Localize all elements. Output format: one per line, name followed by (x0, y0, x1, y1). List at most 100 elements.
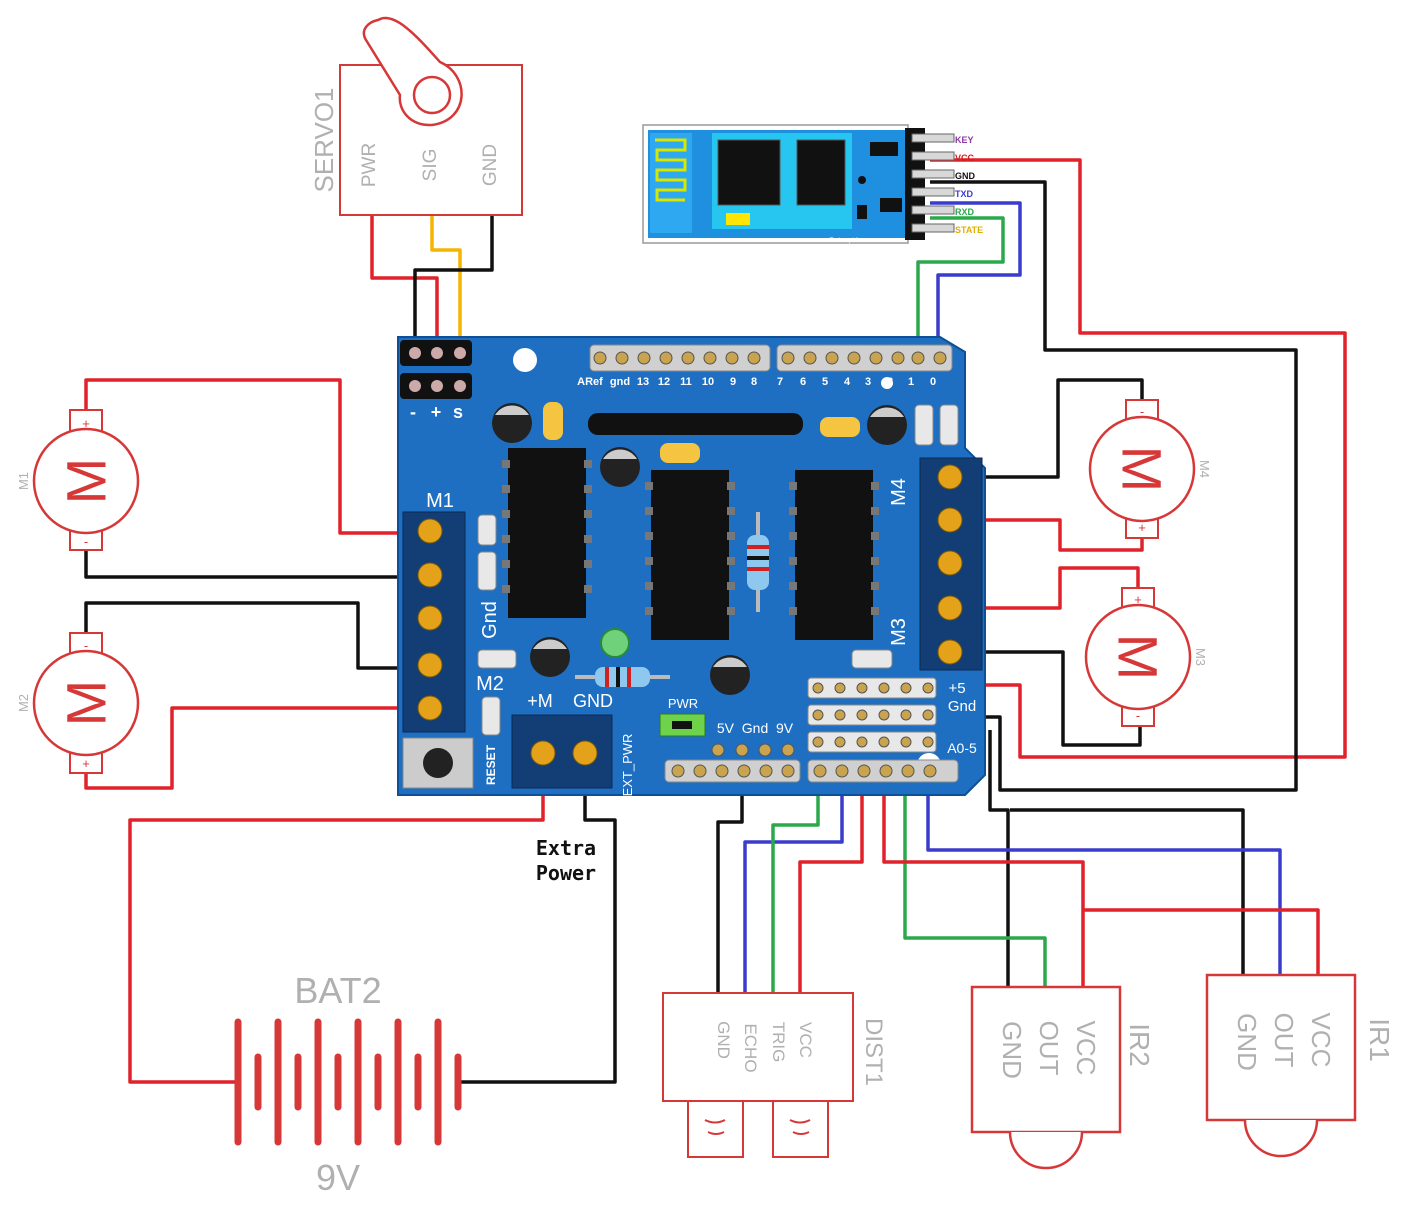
pin-3: 3 (865, 376, 871, 388)
ic-chips (502, 448, 879, 640)
pin-10: 10 (702, 376, 714, 388)
m2-minus: - (84, 638, 88, 653)
m2-plus-wire (84, 706, 405, 790)
top-header (589, 344, 953, 372)
plus-m-label: +M (527, 691, 553, 711)
led-icon (600, 628, 630, 658)
m3-terminal-label: M3 (888, 618, 910, 646)
ir1-label: IR1 (1364, 1018, 1395, 1062)
resistor-vertical (747, 512, 769, 612)
dist-pin-echo: ECHO (741, 1023, 760, 1072)
bluetooth-module: KEY VCC GND TXD RXD STATE www.eTechnophi… (642, 124, 983, 244)
battery-minus-wire (458, 768, 617, 1084)
m4-plus: + (1138, 520, 1146, 535)
pin-1: 1 (908, 376, 914, 388)
bt-pin-rxd: RXD (955, 207, 975, 217)
m2-minus-wire (84, 601, 405, 670)
servo-pwr-wire (370, 215, 439, 352)
ir2-sensor: VCC OUT GND IR2 (970, 985, 1155, 1170)
pin-aref: ARef (577, 376, 603, 388)
m1-plus-wire (84, 378, 405, 535)
m4-label: M4 (1197, 460, 1212, 478)
pin-gnd-top: gnd (610, 376, 630, 388)
m4-plus-wire (980, 518, 1144, 552)
ir1-pin-out: OUT (1269, 1013, 1299, 1068)
extra-power-line1: Extra (536, 836, 596, 860)
bt-pin-legs (911, 133, 955, 233)
m1-plus: + (82, 416, 90, 431)
servo-module: SERVO1 PWR SIG GND (309, 16, 523, 216)
header-minus-label: - (410, 402, 416, 422)
gnd-vertical-label: Gnd (479, 601, 501, 639)
bt-pin-gnd: GND (955, 171, 976, 181)
ir2-out-wire (903, 742, 1047, 987)
bt-pin-txd: TXD (955, 189, 974, 199)
power-pins-label: 5V Gnd 9V (717, 720, 794, 736)
reset-label: RESET (484, 744, 498, 785)
ir2-gnd-wire (988, 730, 1010, 987)
servo-sig-wire (430, 215, 462, 352)
dist-pin-gnd: GND (714, 1021, 733, 1059)
pin-4: 4 (844, 376, 851, 388)
servo-headers (400, 340, 472, 399)
servo-pin-gnd: GND (480, 144, 501, 186)
m1-glyph: M (55, 458, 118, 505)
header-plus-label: + (431, 402, 442, 422)
dist-sensor: VCC TRIG ECHO GND DIST1 (662, 992, 887, 1158)
m2-label: M2 (16, 694, 31, 712)
gnd-right-label: Gnd (948, 698, 976, 715)
small-caps (543, 402, 860, 463)
m3-glyph: M (1107, 634, 1170, 681)
bt-pin-key: KEY (955, 135, 974, 145)
pin-8: 8 (751, 376, 757, 388)
bt-pin-state: STATE (955, 225, 983, 235)
servo-pin-sig: SIG (420, 149, 441, 182)
top-pin-labels: ARef gnd 13 12 11 10 9 8 7 6 5 4 3 2 1 0 (577, 376, 936, 388)
dist-pin-vcc: VCC (796, 1022, 815, 1058)
ir1-sensor: VCC OUT GND IR1 (1205, 973, 1395, 1158)
m4-glyph: M (1111, 446, 1174, 493)
m2-plus: + (82, 756, 90, 771)
m4-terminal-label: M4 (888, 478, 910, 506)
pin-11: 11 (680, 376, 692, 388)
battery (234, 1018, 462, 1146)
pin-7: 7 (777, 376, 783, 388)
analog-header (807, 677, 937, 753)
gnd-pwr-label: GND (573, 691, 613, 711)
pwr-label: PWR (668, 696, 698, 711)
resistor-horizontal (575, 667, 670, 687)
dist-label: DIST1 (860, 1018, 887, 1086)
pin-13: 13 (637, 376, 649, 388)
pin-9: 9 (730, 376, 736, 388)
extra-power-line2: Power (536, 861, 596, 885)
capacitors (492, 403, 907, 695)
motor-m2: M - + M2 (16, 632, 140, 774)
m3-label: M3 (1193, 648, 1208, 666)
m2-glyph: M (55, 680, 118, 727)
bt-pin-vcc: VCC (955, 153, 975, 163)
servo-gnd-wire (413, 215, 494, 352)
pin-6: 6 (800, 376, 806, 388)
ext-pwr-label: EXT_PWR (620, 734, 635, 797)
battery-voltage: 9V (316, 1157, 360, 1198)
m1-minus: - (84, 534, 88, 549)
shield-long-connector (588, 413, 803, 435)
m3-plus-wire (980, 566, 1140, 610)
bt-chip-1 (717, 139, 781, 206)
dist-pin-trig: TRIG (769, 1022, 788, 1063)
m3-plus: + (1134, 592, 1142, 607)
bt-rxd-wire (916, 216, 1005, 352)
bt-gnd-wire (930, 180, 1298, 792)
bt-txd-wire (930, 201, 1022, 352)
mount-hole (513, 348, 537, 372)
m1-minus-wire (84, 550, 405, 579)
m1-terminal-label: M1 (426, 490, 454, 512)
m3-minus: - (1136, 708, 1140, 723)
header-s-label: s (453, 402, 463, 422)
m1-label: M1 (16, 472, 31, 490)
ir1-vcc-wire (1083, 908, 1320, 975)
motor-m3: M + - M3 (1084, 587, 1208, 727)
servo-pin-pwr: PWR (359, 143, 380, 187)
m3-minus-wire (980, 650, 1142, 747)
